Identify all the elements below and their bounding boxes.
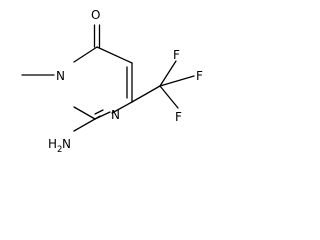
- pyrimidinone-structure: O N N H 2 N F F F: [21, 8, 203, 155]
- fluorine-top-label: F: [173, 48, 180, 62]
- bond-cf3-f-bottom: [159, 85, 179, 109]
- bond-c4-c5: [96, 46, 133, 64]
- bond-c6-n1: [111, 101, 133, 114]
- bond-n3-c4: [73, 46, 98, 63]
- bonds: [21, 24, 195, 132]
- fluorine-bottom-label: F: [175, 110, 182, 124]
- methyl-nitrogen-label: N: [56, 69, 65, 83]
- bond-n1-c2-inner: [94, 109, 104, 115]
- fluorine-right-label: F: [196, 69, 203, 83]
- amino-n-label: N: [62, 137, 71, 151]
- amino-h-label: H: [48, 137, 57, 151]
- atom-labels: O N N H 2 N F F F: [48, 8, 203, 155]
- bond-c2-n3: [73, 106, 96, 120]
- bond-cf3-f-right: [159, 75, 195, 87]
- amino-subscript-label: 2: [57, 145, 62, 155]
- bond-c2-n1-lower: [94, 111, 111, 120]
- bond-cf3-f-top: [159, 60, 177, 87]
- oxygen-label: O: [91, 8, 100, 22]
- bond-c2-amino: [73, 118, 96, 132]
- bond-c6-cf3: [131, 85, 161, 103]
- ring-nitrogen-label: N: [111, 108, 120, 122]
